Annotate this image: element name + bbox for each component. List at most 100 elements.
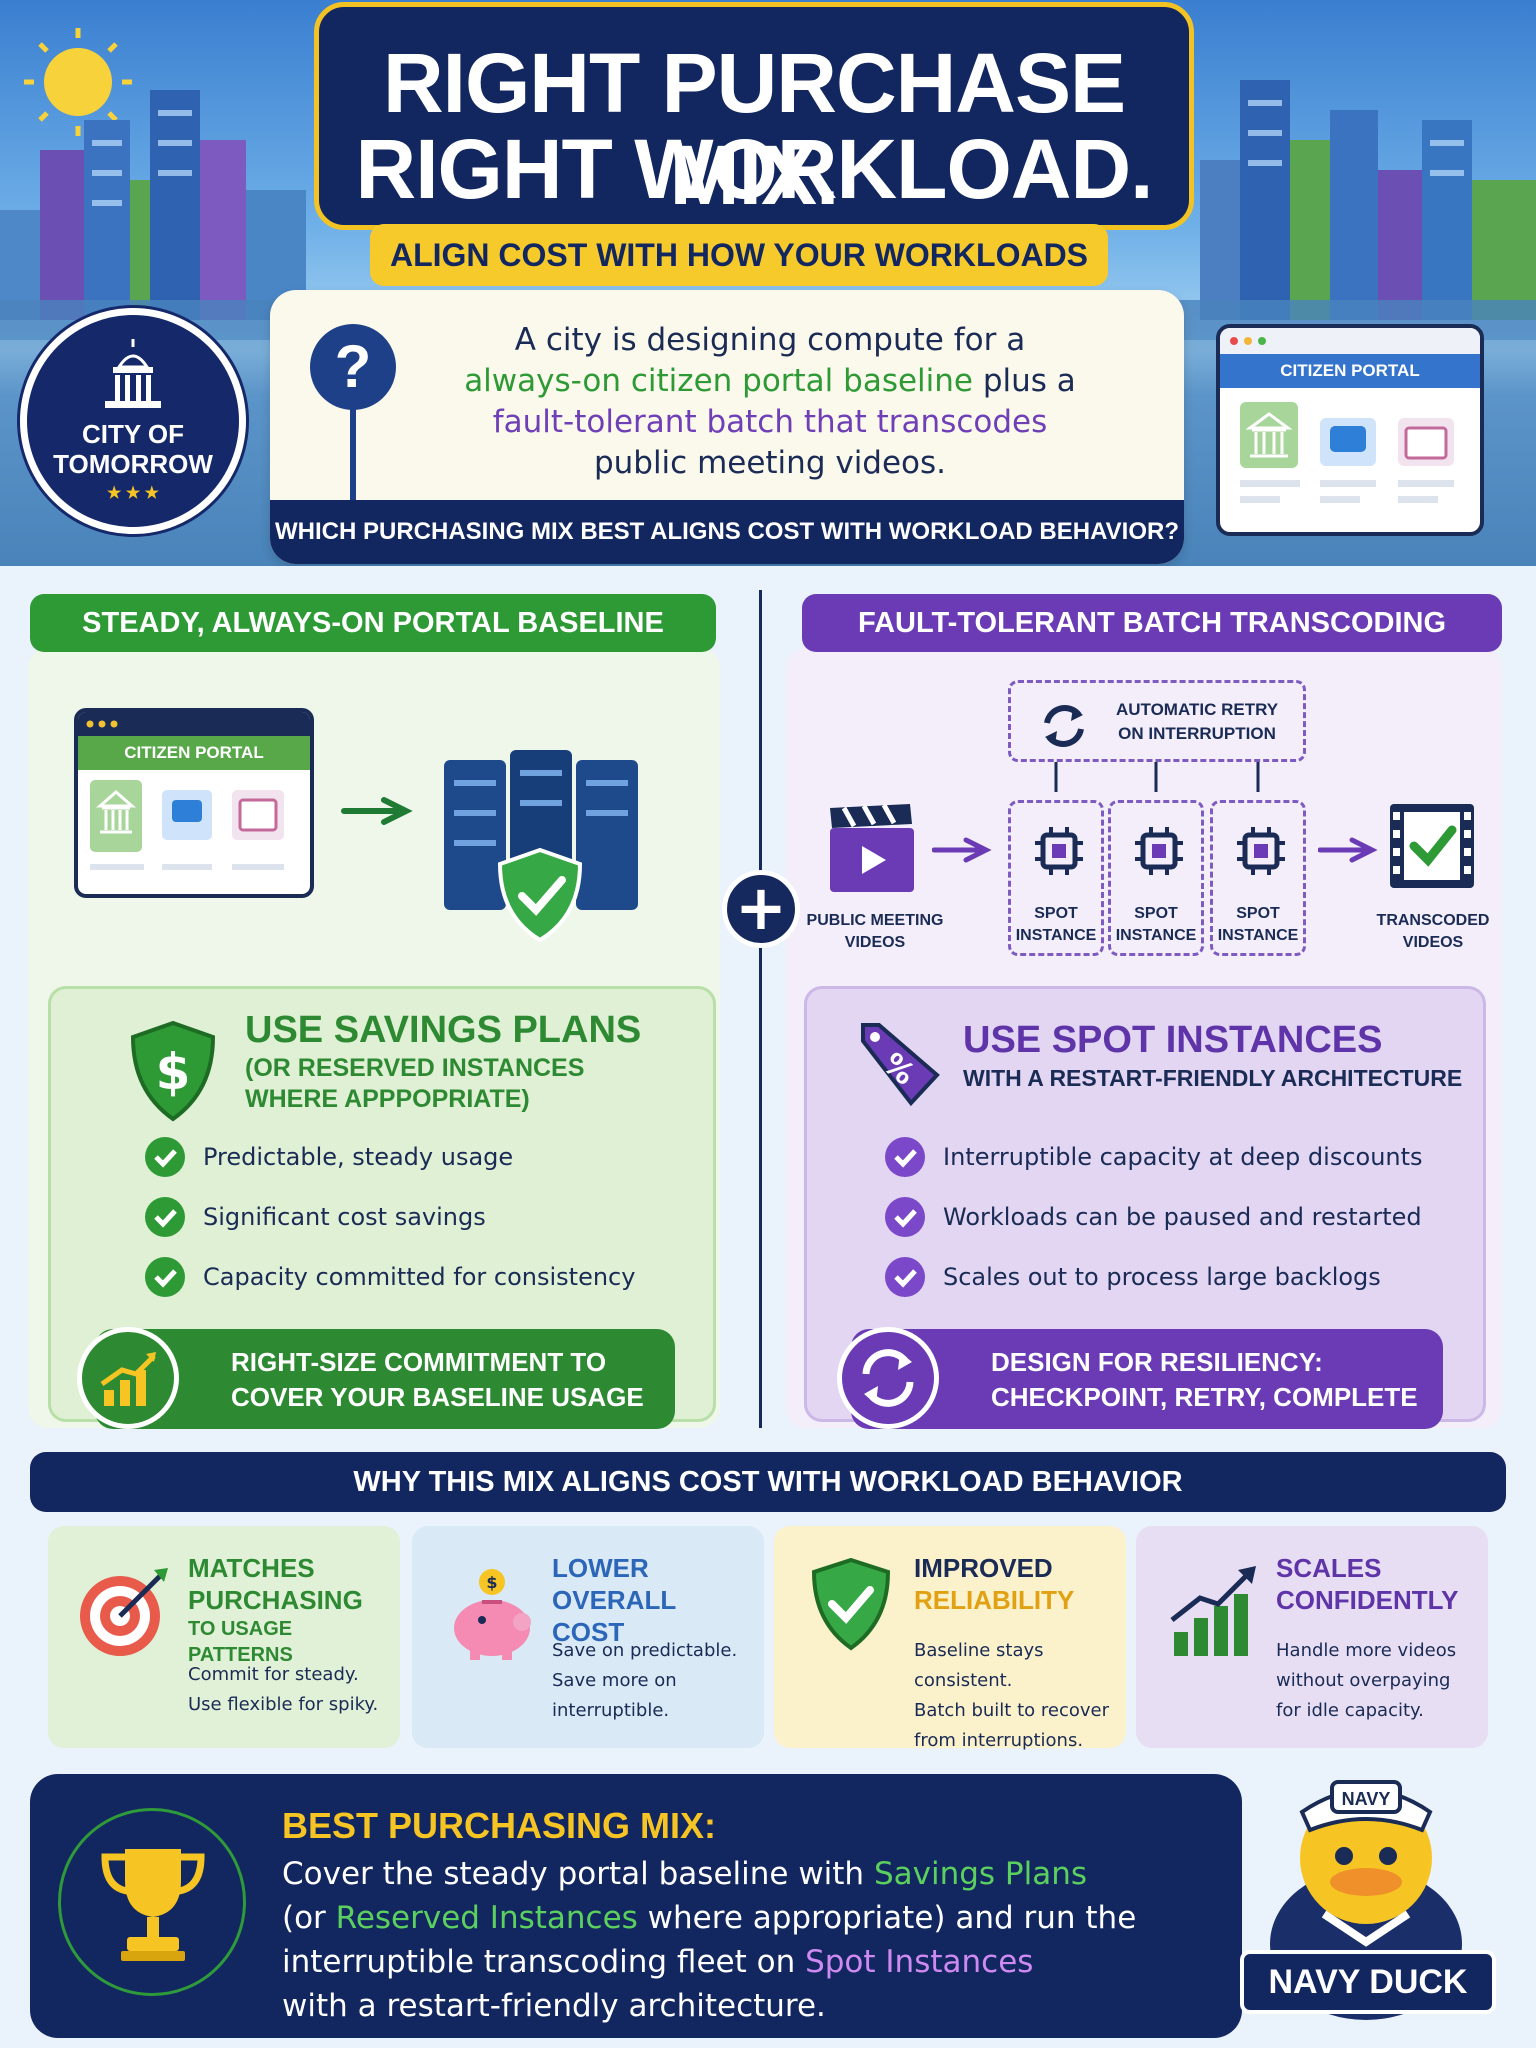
question-line-2-rest: plus a xyxy=(973,363,1076,399)
why-title: LOWER OVERALL COST xyxy=(552,1552,752,1648)
why-body: Handle more videos without overpaying fo… xyxy=(1276,1636,1486,1726)
why-body-line-3: for idle capacity. xyxy=(1276,1700,1424,1721)
svg-text:$: $ xyxy=(486,1573,497,1592)
spot-label-line-1: SPOT xyxy=(1134,905,1178,922)
why-title-line-2: RELIABILITY xyxy=(914,1585,1075,1615)
retry-connector-lines xyxy=(1054,762,1260,792)
why-card-improved-reliability: IMPROVED RELIABILITY Baseline stays cons… xyxy=(774,1526,1126,1751)
arrow-right-icon xyxy=(932,837,992,863)
savings-plans-card: $ USE SAVINGS PLANS (OR RESERVED INSTANC… xyxy=(48,986,716,1429)
spot-bullet-3: Scales out to process large backlogs xyxy=(943,1263,1381,1291)
sun-icon xyxy=(44,48,112,116)
duck-hat-text: NAVY xyxy=(1342,1789,1391,1809)
question-pin-stem xyxy=(350,408,356,518)
cpu-chip-icon xyxy=(1237,827,1285,875)
input-label-line-2: VIDEOS xyxy=(844,934,906,951)
arrow-right-icon xyxy=(1318,837,1378,863)
output-label-line-1: TRANSCODED xyxy=(1376,912,1490,929)
check-shield-icon xyxy=(811,1557,891,1651)
trophy-circle xyxy=(58,1808,246,1996)
question-card: ? A city is designing compute for a alwa… xyxy=(270,290,1184,564)
clapperboard-icon xyxy=(830,803,914,892)
seal-text-line-1: CITY OF xyxy=(81,419,185,449)
citizen-portal-window: CITIZEN PORTAL xyxy=(74,708,314,898)
growth-chart-icon xyxy=(1170,1566,1256,1656)
question-mark-icon: ? xyxy=(310,324,396,410)
spot-bullet-1: Interruptible capacity at deep discounts xyxy=(943,1143,1423,1171)
window-titlebar xyxy=(1220,328,1480,354)
cpu-chip-icon xyxy=(1035,827,1083,875)
portal-content-icons xyxy=(1240,402,1454,503)
piggy-bank-icon: $ xyxy=(454,1569,531,1660)
why-body: Save on predictable. Save more on interr… xyxy=(552,1636,762,1726)
savings-plans-subtitle-2: WHERE APPPOPRIATE) xyxy=(245,1085,530,1113)
spot-label-line-2: INSTANCE xyxy=(1015,927,1097,944)
spot-instances-card: % USE SPOT INSTANCES WITH A RESTART-FRIE… xyxy=(804,986,1486,1429)
why-title-line-1: LOWER xyxy=(552,1553,649,1583)
why-body-line-3: interruptible. xyxy=(552,1700,670,1721)
best-text-4: interruptible transcoding fleet on xyxy=(282,1944,806,1980)
cta-line-2: CHECKPOINT, RETRY, COMPLETE xyxy=(991,1382,1418,1412)
best-text-5: with a restart-friendly architecture. xyxy=(282,1988,826,2024)
arrow-right-icon xyxy=(341,797,413,825)
best-text-2: (or xyxy=(282,1900,336,1936)
refresh-icon xyxy=(1044,705,1084,747)
right-size-commitment-banner: RIGHT-SIZE COMMITMENT TO COVER YOUR BASE… xyxy=(95,1329,675,1429)
window-titlebar xyxy=(78,712,310,736)
question-line-3-rest: that transcodes xyxy=(793,404,1048,440)
why-title-line-1: IMPROVED xyxy=(914,1553,1053,1583)
why-body-line-1: Handle more videos xyxy=(1276,1640,1457,1661)
portal-title: CITIZEN PORTAL xyxy=(1220,354,1480,388)
window-controls-icon xyxy=(86,720,118,728)
why-title-line-1: SCALES xyxy=(1276,1553,1382,1583)
input-label-line-1: PUBLIC MEETING xyxy=(806,912,944,929)
server-rack-shield-icon xyxy=(444,750,638,943)
spot-instances-title: USE SPOT INSTANCES xyxy=(963,1019,1383,1061)
seal-text-line-2: TOMORROW xyxy=(53,449,213,479)
why-body-line-1: Baseline stays consistent. xyxy=(914,1640,1044,1691)
spot-bullet-2: Workloads can be paused and restarted xyxy=(943,1203,1422,1231)
best-mix-body: Cover the steady portal baseline with Sa… xyxy=(282,1852,1222,2028)
best-highlight-savings-plans: Savings Plans xyxy=(873,1856,1088,1892)
seal-stars: ★ ★ ★ xyxy=(107,485,159,502)
capitol-building-icon xyxy=(105,339,161,408)
spot-instance-box-2: SPOT INSTANCE xyxy=(1108,800,1204,956)
savings-bullet-3: Capacity committed for consistency xyxy=(203,1263,636,1291)
trophy-icon xyxy=(101,1849,205,1961)
retry-label-line-2: ON INTERRUPTION xyxy=(1118,724,1276,743)
why-body-line-2: Batch built to recover xyxy=(914,1700,1109,1721)
cta-line-1: RIGHT-SIZE COMMITMENT TO xyxy=(231,1347,607,1377)
film-check-icon xyxy=(1390,804,1474,888)
refresh-icon xyxy=(837,1327,939,1429)
center-divider xyxy=(759,590,762,1428)
why-title: SCALES CONFIDENTLY xyxy=(1276,1552,1476,1616)
check-icon xyxy=(885,1197,925,1237)
question-highlight-baseline: always-on citizen portal baseline xyxy=(464,363,973,399)
why-card-scales-confidently: SCALES CONFIDENTLY Handle more videos wi… xyxy=(1136,1526,1488,1748)
output-label-line-2: VIDEOS xyxy=(1402,934,1464,951)
citizen-portal-window-mini: CITIZEN PORTAL xyxy=(1216,324,1484,536)
svg-text:$: $ xyxy=(156,1043,191,1101)
design-for-resiliency-banner: DESIGN FOR RESILIENCY: CHECKPOINT, RETRY… xyxy=(851,1329,1443,1429)
check-icon xyxy=(145,1137,185,1177)
spot-instances-subtitle: WITH A RESTART-FRIENDLY ARCHITECTURE xyxy=(963,1065,1463,1091)
question-highlight-batch: fault-tolerant batch xyxy=(492,404,794,440)
title-line-1: RIGHT PURCHASE MIX. xyxy=(382,36,1126,222)
why-body-line-2: Save more on xyxy=(552,1670,677,1691)
hero-section: RIGHT PURCHASE MIX. RIGHT WORKLOAD. ALIG… xyxy=(0,0,1536,566)
question-text: A city is designing compute for a always… xyxy=(390,320,1150,484)
left-section-header: STEADY, ALWAYS-ON PORTAL BASELINE xyxy=(30,594,716,652)
why-body-line-1: Commit for steady. xyxy=(188,1664,359,1685)
check-icon xyxy=(145,1197,185,1237)
retry-label-line-1: AUTOMATIC RETRY xyxy=(1115,700,1279,719)
portal-title: CITIZEN PORTAL xyxy=(78,736,310,770)
best-mix-title: BEST PURCHASING MIX: xyxy=(282,1805,717,1846)
cta-line-1: DESIGN FOR RESILIENCY: xyxy=(991,1347,1323,1377)
why-banner: WHY THIS MIX ALIGNS COST WITH WORKLOAD B… xyxy=(30,1452,1506,1512)
city-seal: CITY OF TOMORROW ★ ★ ★ xyxy=(20,308,246,534)
subtitle-banner: ALIGN COST WITH HOW YOUR WORKLOADS RUN xyxy=(370,224,1108,335)
growth-chart-icon xyxy=(77,1327,179,1429)
savings-plans-title: USE SAVINGS PLANS xyxy=(245,1009,642,1051)
why-title-line-2: PURCHASING xyxy=(188,1585,363,1615)
spot-instance-box-3: SPOT INSTANCE xyxy=(1210,800,1306,956)
